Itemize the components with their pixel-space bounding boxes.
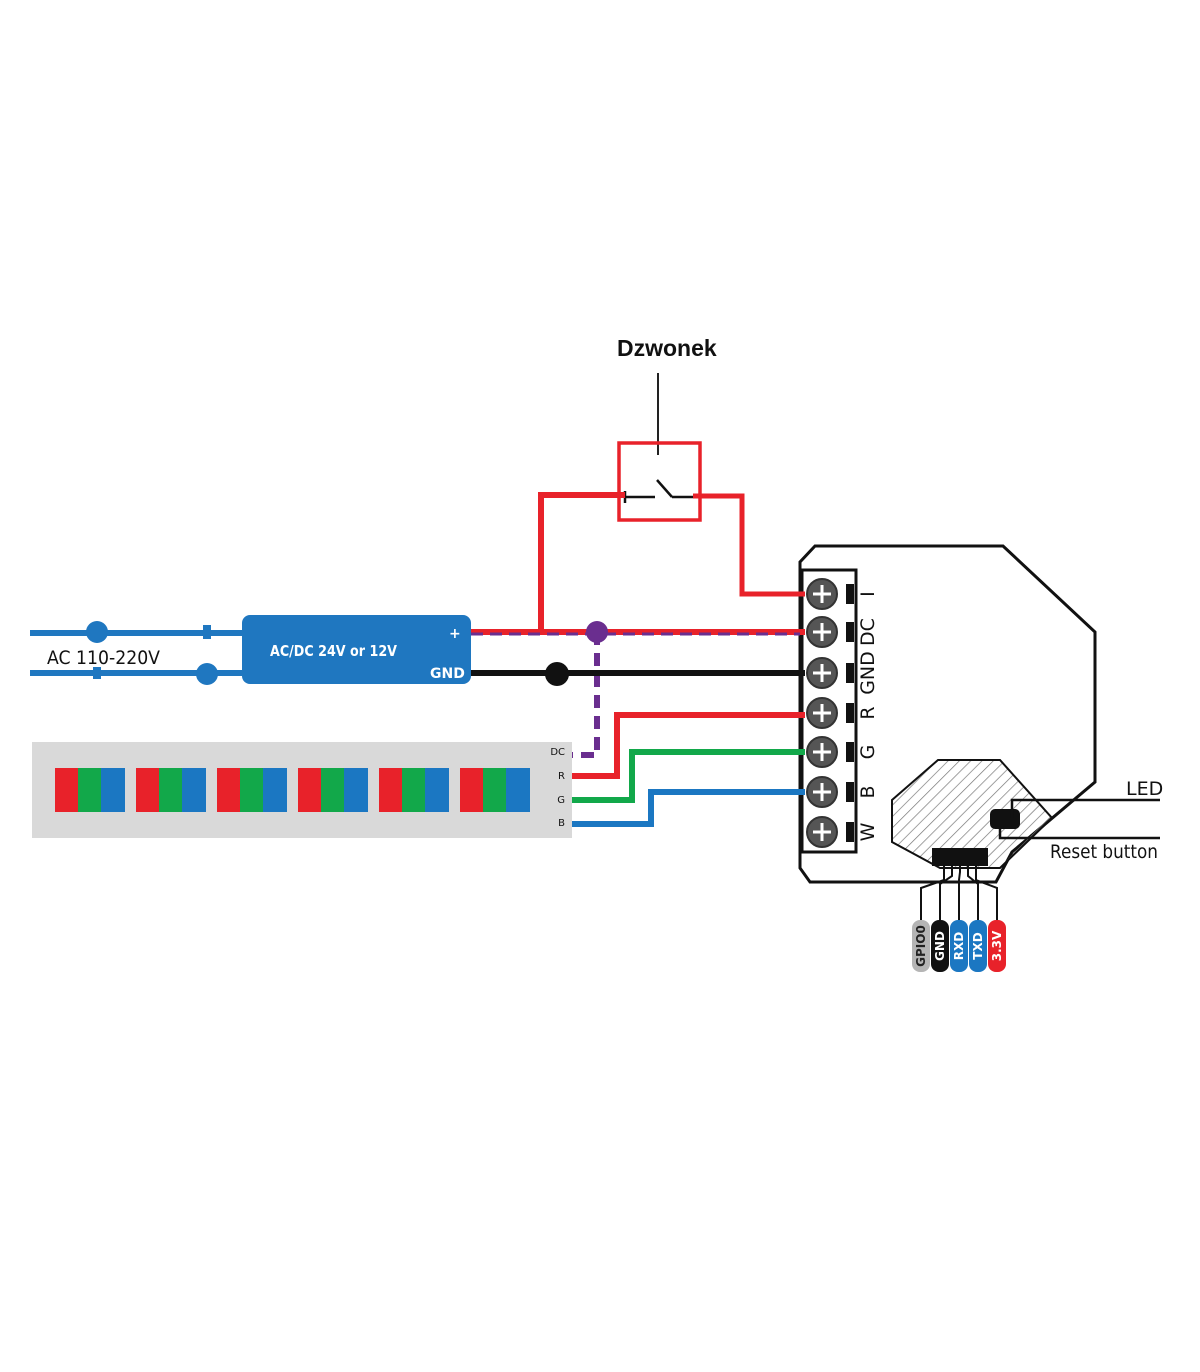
terminal-label: I [857, 591, 879, 597]
strip-pixel [298, 768, 368, 812]
switch-group: Dzwonek [617, 335, 717, 522]
strip-pixel [460, 768, 530, 812]
terminal-w: W [806, 816, 879, 848]
wire-switch-return [693, 493, 805, 597]
switch-contact-icon [623, 479, 693, 503]
mains-junction-n [196, 663, 218, 685]
header-connector [932, 848, 988, 866]
controller-terminals: I DC GND R G B W [806, 578, 879, 848]
screw-terminal-icon [806, 657, 838, 689]
screw-terminal-icon [806, 776, 838, 808]
terminal-clamp [846, 622, 854, 642]
terminal-b: B [806, 776, 879, 808]
header-pin-txd: TXD [967, 866, 987, 972]
mains-junction-l [86, 621, 108, 643]
reset-button-label: Reset button [1050, 841, 1158, 863]
screw-terminal-icon [806, 816, 838, 848]
psu-body [242, 615, 471, 684]
screw-terminal-icon [806, 616, 838, 648]
terminal-r: R [806, 697, 879, 729]
strip-pin-label: B [558, 818, 565, 829]
psu-label: AC/DC 24V or 12V [270, 642, 397, 660]
wire-strip-dc [572, 632, 600, 758]
wire-blue [572, 789, 805, 827]
wire-reset [998, 828, 1160, 840]
header-pin-gnd: GND [931, 866, 953, 972]
header-pin-label: TXD [971, 932, 985, 959]
header-pin-label: RXD [952, 932, 966, 960]
junction-strip-dc [586, 621, 608, 643]
header-pin-gpio0: GPIO0 [912, 866, 945, 972]
strip-pin-labels: DC R G B [550, 747, 565, 829]
strip-pin-label: R [558, 771, 565, 782]
wire-led [1010, 798, 1160, 818]
screw-terminal-icon [806, 578, 838, 610]
wire-switch-feed [538, 492, 625, 632]
header-pin-label: 3.3V [990, 930, 1004, 961]
strip-pixels [55, 768, 530, 812]
terminal-g: G [806, 736, 879, 768]
terminal-dc: DC [806, 616, 879, 648]
terminal-label: DC [857, 618, 879, 646]
header-pin-group: GPIO0 GND RXD TXD 3.3V [912, 866, 1006, 972]
switch-label: Dzwonek [617, 335, 717, 361]
strip-pixel [217, 768, 287, 812]
strip-pin-label: G [557, 795, 565, 806]
header-pin-label: GPIO0 [914, 925, 928, 967]
terminal-label: B [857, 785, 879, 798]
terminal-clamp [846, 703, 854, 723]
terminal-clamp [846, 782, 854, 802]
strip-pixel [379, 768, 449, 812]
terminal-gnd: GND [806, 651, 879, 695]
wire-green [572, 749, 805, 803]
terminal-label: GND [857, 651, 879, 695]
junction-gnd [545, 662, 569, 686]
psu-gnd-label: GND [430, 666, 465, 682]
strip-pixel [136, 768, 206, 812]
wires [471, 492, 1160, 840]
strip-pixel [55, 768, 125, 812]
led-strip: DC R G B [32, 742, 572, 838]
terminal-label: W [857, 822, 879, 841]
switch-highlight-box [617, 441, 702, 522]
led-label: LED [1126, 778, 1163, 800]
mains-input: AC 110-220V [30, 621, 245, 685]
screw-terminal-icon [806, 697, 838, 729]
wire-red [572, 712, 805, 779]
terminal-label: G [857, 745, 879, 760]
terminal-label: R [857, 706, 879, 719]
terminal-clamp [846, 663, 854, 683]
screw-terminal-icon [806, 736, 838, 768]
programming-header: GPIO0 GND RXD TXD 3.3V [912, 848, 1006, 972]
power-supply: AC/DC 24V or 12V + GND [242, 615, 471, 684]
header-pin-label: GND [933, 931, 947, 961]
hatched-board [891, 759, 1054, 869]
psu-plus-label: + [449, 626, 461, 642]
strip-pin-label: DC [550, 747, 565, 758]
terminal-clamp [846, 584, 854, 604]
led-indicator-icon [990, 809, 1020, 829]
header-pin-33v: 3.3V [975, 866, 1006, 972]
header-pin-rxd: RXD [950, 866, 968, 972]
terminal-clamp [846, 742, 854, 762]
terminal-i: I [806, 578, 879, 610]
mains-label: AC 110-220V [47, 647, 160, 669]
controller-module [798, 544, 1097, 884]
terminal-clamp [846, 822, 854, 842]
